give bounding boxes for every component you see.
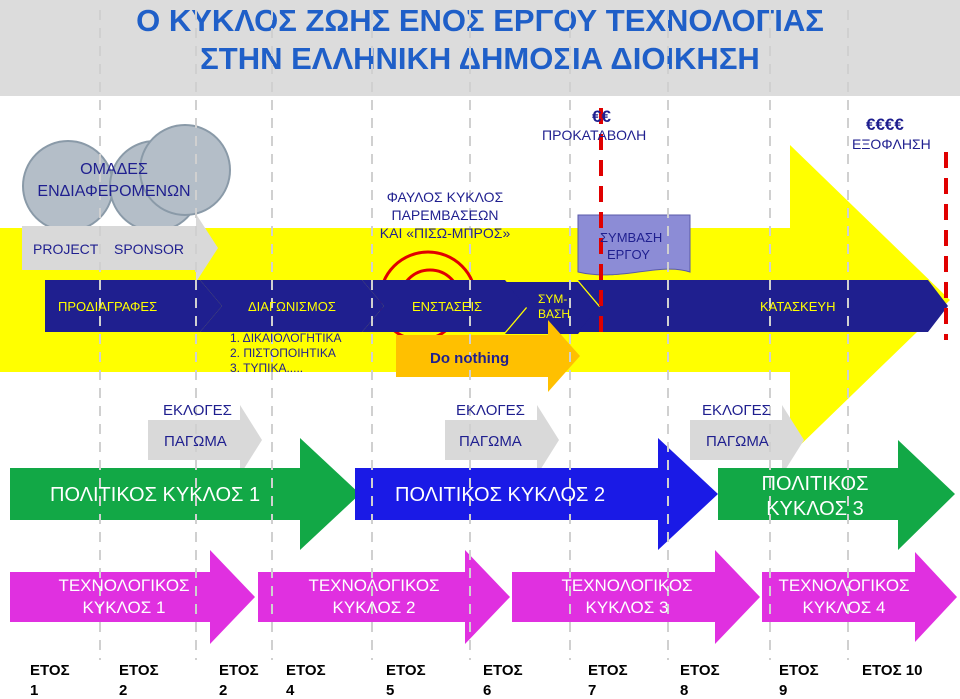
advance-payment-label: ΠΡΟΚΑΤΑΒΟΛΗ bbox=[542, 127, 646, 143]
title-line-1: Ο ΚΥΚΛΟΣ ΖΩΗΣ ΕΝΟΣ ΕΡΓΟΥ ΤΕΧΝΟΛΟΓΙΑΣ bbox=[136, 3, 824, 38]
phase-arrow-objections bbox=[362, 280, 527, 332]
political-cycle-3-line-1: ΠΟΛΙΤΙΚΟΣ bbox=[762, 473, 869, 495]
year-label-num: 9 bbox=[779, 682, 787, 699]
election-arrow-1 bbox=[148, 405, 262, 475]
sponsor-arrow bbox=[22, 214, 218, 282]
phase-specs-label: ΠΡΟΔΙΑΓΡΑΦΕΣ bbox=[58, 299, 157, 314]
vicious-cycle-line-3: ΚΑΙ «ΠΙΣΩ-ΜΠΡΟΣ» bbox=[380, 225, 511, 241]
year-gridlines bbox=[99, 10, 849, 660]
tech-cycle-arrow-3 bbox=[512, 550, 760, 644]
political-cycle-3-line-2: ΚΥΚΛΟΣ 3 bbox=[766, 498, 864, 520]
tech-cycle-arrow-1 bbox=[10, 550, 255, 644]
year-label-word: ΕΤΟΣ bbox=[588, 662, 628, 679]
political-cycle-arrow-1 bbox=[10, 438, 360, 550]
tech-cycle-1-line-2: ΚΥΚΛΟΣ 1 bbox=[83, 598, 166, 617]
phase-objections-label: ΕΝΣΤΑΣΕΙΣ bbox=[412, 299, 482, 314]
final-payment-symbol: €€€€ bbox=[866, 115, 904, 134]
election-label-1: ΕΚΛΟΓΕΣ bbox=[163, 402, 232, 419]
phase-contract-label-b: ΒΑΣΗ bbox=[538, 307, 570, 321]
political-cycle-1-label: ΠΟΛΙΤΙΚΟΣ ΚΥΚΛΟΣ 1 bbox=[50, 484, 260, 506]
project-sponsor-label-a: PROJECT bbox=[33, 241, 99, 257]
year-label-word: ΕΤΟΣ bbox=[386, 662, 426, 679]
year-dividers bbox=[599, 108, 948, 340]
year-label-word: ΕΤΟΣ bbox=[219, 662, 259, 679]
political-cycle-arrow-3 bbox=[718, 440, 955, 550]
tech-cycle-4-line-1: ΤΕΧΝΟΛΟΓΙΚΟΣ bbox=[778, 576, 909, 595]
tech-cycle-arrow-2 bbox=[258, 550, 510, 644]
tech-cycle-3-line-1: ΤΕΧΝΟΛΟΓΙΚΟΣ bbox=[561, 576, 692, 595]
contract-label-line-2: ΕΡΓΟΥ bbox=[607, 247, 650, 262]
political-cycle-2-label: ΠΟΛΙΤΙΚΟΣ ΚΥΚΛΟΣ 2 bbox=[395, 484, 605, 506]
year-label-num: 6 bbox=[483, 682, 491, 699]
year-label-word: ΕΤΟΣ bbox=[30, 662, 70, 679]
year-label-word: ΕΤΟΣ bbox=[286, 662, 326, 679]
do-nothing-label: Do nothing bbox=[430, 350, 509, 367]
year-label-num: 5 bbox=[386, 682, 394, 699]
year-label-num: 4 bbox=[286, 682, 295, 699]
phase-arrow-tender bbox=[200, 280, 384, 332]
tech-cycle-2-line-2: ΚΥΚΛΟΣ 2 bbox=[333, 598, 416, 617]
tech-cycle-2-line-1: ΤΕΧΝΟΛΟΓΙΚΟΣ bbox=[308, 576, 439, 595]
tech-cycle-3-line-2: ΚΥΚΛΟΣ 3 bbox=[586, 598, 669, 617]
election-arrow-3 bbox=[690, 405, 804, 475]
year-label-word: ΕΤΟΣ bbox=[483, 662, 523, 679]
political-cycle-arrow-2 bbox=[355, 438, 718, 550]
phase-arrow-contract bbox=[505, 282, 600, 334]
contract-document bbox=[577, 214, 691, 276]
title-line-2: ΣΤΗΝ ΕΛΛΗΝΙΚΗ ΔΗΜΟΣΙΑ ΔΙΟΙΚΗΣΗ bbox=[200, 41, 760, 76]
phase-contract-label-a: ΣΥΜ- bbox=[538, 292, 567, 306]
year-label-word: ΕΤΟΣ 10 bbox=[862, 662, 922, 679]
election-label-2: ΕΚΛΟΓΕΣ bbox=[456, 402, 525, 419]
year-label-word: ΕΤΟΣ bbox=[119, 662, 159, 679]
vicious-cycle-line-1: ΦΑΥΛΟΣ ΚΥΚΛΟΣ bbox=[387, 189, 504, 205]
phase-arrow-construction bbox=[578, 280, 948, 332]
stakeholder-circle bbox=[139, 124, 231, 216]
phase-tender-label: ΔΙΑΓΩΝΙΣΜΟΣ bbox=[248, 299, 336, 314]
stakeholders-line-2: ΕΝΔΙΑΦΕΡΟΜΕΝΩΝ bbox=[37, 183, 190, 200]
year-label-num: 2 bbox=[119, 682, 127, 699]
election-arrow-2 bbox=[445, 405, 559, 475]
stakeholders-line-1: ΟΜΑΔΕΣ bbox=[80, 161, 148, 178]
tech-cycle-arrow-4 bbox=[762, 552, 957, 642]
project-sponsor-label-b: SPONSOR bbox=[114, 241, 184, 257]
contract-label-line-1: ΣΥΜΒΑΣΗ bbox=[600, 230, 662, 245]
election-label-3: ΕΚΛΟΓΕΣ bbox=[702, 402, 771, 419]
tender-doc-item-3: 3. ΤΥΠΙΚΑ..... bbox=[230, 361, 303, 375]
year-label-num: 1 bbox=[30, 682, 38, 699]
election-freeze-1: ΠΑΓΩΜΑ bbox=[164, 433, 227, 450]
do-nothing-arrow bbox=[396, 320, 580, 392]
page-title: Ο ΚΥΚΛΟΣ ΖΩΗΣ ΕΝΟΣ ΕΡΓΟΥ ΤΕΧΝΟΛΟΓΙΑΣ ΣΤΗ… bbox=[0, 0, 960, 96]
tech-cycle-4-line-2: ΚΥΚΛΟΣ 4 bbox=[803, 598, 886, 617]
election-freeze-3: ΠΑΓΩΜΑ bbox=[706, 433, 769, 450]
phase-arrow-specs bbox=[45, 280, 222, 332]
tech-cycle-1-line-1: ΤΕΧΝΟΛΟΓΙΚΟΣ bbox=[58, 576, 189, 595]
year-label-num: 7 bbox=[588, 682, 596, 699]
tender-doc-item-2: 2. ΠΙΣΤΟΠΟΙΗΤΙΚΑ bbox=[230, 346, 336, 360]
year-label-word: ΕΤΟΣ bbox=[680, 662, 720, 679]
final-payment-label: ΕΞΟΦΛΗΣΗ bbox=[852, 136, 931, 152]
tender-doc-item-1: 1. ΔΙΚΑΙΟΛΟΓΗΤΙΚΑ bbox=[230, 331, 342, 345]
year-labels: ΕΤΟΣ 1 ΕΤΟΣ 2 ΕΤΟΣ 2 ΕΤΟΣ 4 ΕΤΟΣ 5 ΕΤΟΣ … bbox=[30, 662, 922, 699]
phase-construction-label: ΚΑΤΑΣΚΕΥΗ bbox=[760, 299, 835, 314]
year-label-word: ΕΤΟΣ bbox=[779, 662, 819, 679]
vicious-cycle-line-2: ΠΑΡΕΜΒΑΣΕΩΝ bbox=[391, 207, 498, 223]
advance-payment-symbol: €€ bbox=[592, 107, 611, 126]
year-label-num: 8 bbox=[680, 682, 688, 699]
year-label-num: 2 bbox=[219, 682, 227, 699]
election-freeze-2: ΠΑΓΩΜΑ bbox=[459, 433, 522, 450]
